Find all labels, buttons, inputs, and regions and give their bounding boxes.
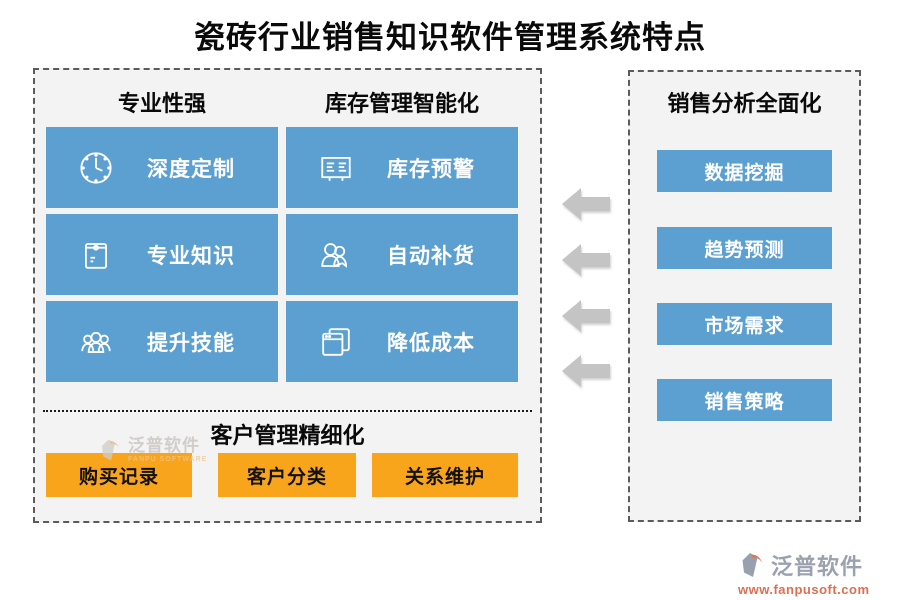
- two-people-icon: [314, 233, 358, 277]
- fanpu-footer-logo: 泛普软件 www.fanpusoft.com: [738, 549, 888, 597]
- customer-box-customer-classification: 客户分类: [218, 453, 356, 497]
- analysis-box-data-mining: 数据挖掘: [657, 150, 832, 192]
- page-title: 瓷砖行业销售知识软件管理系统特点: [194, 20, 706, 55]
- customer-box-purchase-records: 购买记录: [46, 453, 192, 497]
- feature-label: 专业知识: [147, 244, 235, 268]
- stacked-windows-icon: [314, 320, 358, 364]
- left-arrow-icon: [562, 298, 610, 334]
- left-arrow-icon: [562, 186, 610, 222]
- feature-label: 自动补货: [387, 244, 475, 268]
- section-header-customer-management: 客户管理精细化: [210, 423, 365, 448]
- footer-website-url: www.fanpusoft.com: [738, 582, 870, 597]
- analysis-box-market-demand: 市场需求: [657, 303, 832, 345]
- dotted-divider: [43, 410, 532, 412]
- feature-box-deep-customization: 深度定制: [46, 127, 278, 208]
- fanpu-logo-icon: [738, 550, 768, 580]
- section-header-professional: 专业性强: [117, 91, 206, 116]
- section-header-inventory: 库存管理智能化: [324, 91, 479, 116]
- notice-board-icon: [314, 146, 358, 190]
- feature-label: 深度定制: [147, 157, 235, 181]
- feature-box-auto-replenishment: 自动补货: [286, 214, 518, 295]
- people-group-icon: [74, 320, 118, 364]
- feature-box-professional-knowledge: 专业知识: [46, 214, 278, 295]
- customer-box-relationship-maintenance: 关系维护: [372, 453, 518, 497]
- section-header-sales-analysis: 销售分析全面化: [667, 91, 822, 116]
- left-arrow-icon: [562, 242, 610, 278]
- right-analysis-panel: 销售分析全面化 数据挖掘 趋势预测 市场需求 销售策略: [628, 70, 861, 522]
- left-feature-panel: 专业性强 库存管理智能化 深度定制: [33, 68, 542, 523]
- clock-icon: [74, 146, 118, 190]
- feature-box-inventory-warning: 库存预警: [286, 127, 518, 208]
- footer-brand-name: 泛普软件: [771, 554, 864, 579]
- envelope-file-icon: [74, 233, 118, 277]
- analysis-box-trend-forecast: 趋势预测: [657, 227, 832, 269]
- feature-label: 降低成本: [387, 331, 475, 355]
- left-arrow-icon: [562, 353, 610, 389]
- feature-box-cost-reduction: 降低成本: [286, 301, 518, 382]
- feature-label: 提升技能: [147, 331, 235, 355]
- feature-label: 库存预警: [387, 157, 475, 181]
- feature-box-skill-improvement: 提升技能: [46, 301, 278, 382]
- analysis-box-sales-strategy: 销售策略: [657, 379, 832, 421]
